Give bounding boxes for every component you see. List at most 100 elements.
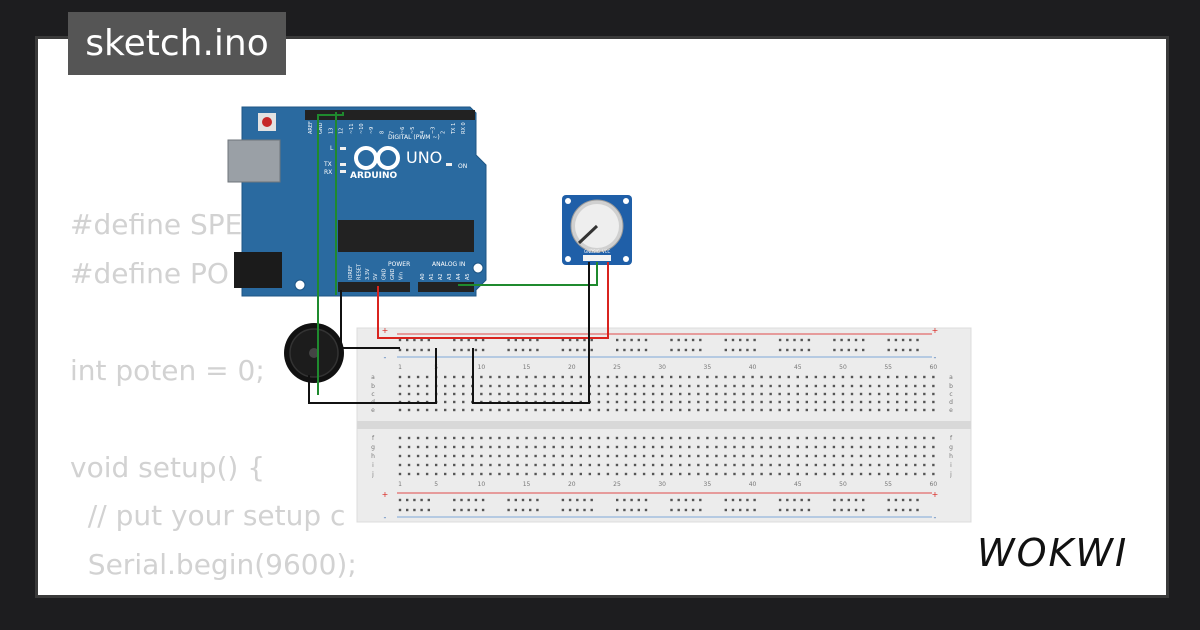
analog-pin-label: A0 <box>420 273 426 280</box>
digital-pin-label: ~11 <box>349 123 355 134</box>
breadboard-column-number: 50 <box>839 481 847 488</box>
breadboard-column-number: 55 <box>884 364 892 371</box>
breadboard-row-letter: e <box>371 407 375 414</box>
breadboard-row-letter: g <box>371 444 375 451</box>
wokwi-logo-text: WOKWI <box>977 531 1128 575</box>
digital-pin-label: 4 <box>420 131 426 134</box>
digital-pin-label: ~6 <box>400 127 406 134</box>
atmega-chip <box>338 220 474 252</box>
pot-pin-sig: SIG <box>593 249 600 254</box>
breadboard-row-letter: h <box>949 453 953 460</box>
power-pin-label: Vin <box>398 272 404 280</box>
piezo-buzzer[interactable] <box>284 323 344 383</box>
power-header <box>338 282 410 292</box>
breadboard-column-number: 25 <box>613 481 621 488</box>
breadboard-column-number: 5 <box>434 481 438 488</box>
pot-pin-vcc: VCC <box>602 249 611 254</box>
breadboard-row-letter: i <box>372 462 374 469</box>
breadboard-column-number: 20 <box>568 481 576 488</box>
wires <box>308 112 609 404</box>
digital-pin-label: 8 <box>379 131 385 134</box>
pot-knob-indicator[interactable] <box>577 224 599 245</box>
digital-pin-label: ~10 <box>359 123 365 134</box>
analog-pin-label: A3 <box>447 273 453 280</box>
digital-header-label: DIGITAL (PWM ~) <box>388 134 440 141</box>
breadboard-column-number: 1 <box>398 481 402 488</box>
rail-minus-label: - <box>384 353 387 362</box>
power-pin-label: RESET <box>356 263 362 280</box>
breadboard-column-number: 45 <box>794 364 802 371</box>
breadboard-column-number: 15 <box>523 481 531 488</box>
power-pin-label: GND <box>382 268 388 280</box>
breadboard-column-number: 50 <box>839 364 847 371</box>
rail-plus-label: + <box>382 490 389 499</box>
wire-red-5v <box>377 262 609 339</box>
analog-header-label: ANALOG IN <box>432 261 465 268</box>
code-background: #define SPE #define PO int poten = 0; vo… <box>70 208 357 581</box>
analog-pin-label: A5 <box>465 273 471 280</box>
breadboard-row-letter: h <box>371 453 375 460</box>
digital-pin-label: ~9 <box>369 127 375 134</box>
digital-pin-label: ~5 <box>410 127 416 134</box>
breadboard-column-number: 60 <box>930 481 938 488</box>
power-pin-label: IOREF <box>348 265 354 280</box>
digital-pin-label: GND <box>318 122 324 134</box>
rail-plus-label: + <box>382 326 389 335</box>
analog-pin-label: A2 <box>438 273 444 280</box>
breadboard-column-number: 40 <box>749 481 757 488</box>
breadboard-column-number: 55 <box>884 481 892 488</box>
breadboard-column-number: 15 <box>523 364 531 371</box>
potentiometer[interactable]: GND SIG VCC <box>562 195 632 265</box>
sketch-file-title: sketch.ino <box>68 12 286 75</box>
led-label-rx: RX <box>324 169 332 176</box>
breadboard-row-letter: i <box>950 462 952 469</box>
breadboard-column-number: 10 <box>478 364 486 371</box>
board-maker-label: ARDUINO <box>350 171 398 181</box>
breadboard-row-letter: f <box>950 435 953 442</box>
analog-pin-label: A1 <box>429 273 435 280</box>
board-model-label: UNO <box>406 148 442 167</box>
arduino-infinity-icon <box>354 146 400 170</box>
power-pin-label: 3.3V <box>365 268 371 280</box>
breadboard-row-letter: j <box>371 471 374 478</box>
digital-pin-label: RX 0 <box>461 122 467 134</box>
breadboard[interactable]: 1155101015152020252530303535404045455050… <box>356 326 972 523</box>
breadboard-row-letter: f <box>372 435 375 442</box>
breadboard-column-number: 35 <box>704 364 712 371</box>
breadboard-row-letter: a <box>371 374 375 381</box>
wokwi-logo[interactable]: WOKWI <box>975 528 1151 576</box>
digital-pin-label: ~3 <box>430 127 436 134</box>
breadboard-column-number: 25 <box>613 364 621 371</box>
power-jack <box>234 252 282 288</box>
breadboard-column-number: 45 <box>794 481 802 488</box>
breadboard-column-number: 10 <box>478 481 486 488</box>
pot-pin-gnd: GND <box>584 249 593 254</box>
rail-plus-label: + <box>932 326 939 335</box>
led-label-tx: TX <box>323 161 332 168</box>
rail-minus-label: - <box>934 513 937 522</box>
rail-minus-label: - <box>934 353 937 362</box>
led-label-l: L <box>330 145 334 152</box>
breadboard-column-number: 30 <box>658 364 666 371</box>
wire-black-gnd <box>340 290 400 349</box>
wire-black-buzzer <box>308 348 437 404</box>
digital-pin-label: 12 <box>339 128 345 134</box>
power-pin-label: GND <box>390 268 396 280</box>
wire-green-buzzer-pin <box>317 112 344 395</box>
power-header-label: POWER <box>388 261 410 268</box>
breadboard-row-letter: e <box>949 407 953 414</box>
usb-connector <box>227 139 281 183</box>
arduino-uno-board[interactable]: UNO ARDUINO DIGITAL (PWM ~) ON POWER ANA… <box>227 106 487 297</box>
digital-pin-label: TX 1 <box>451 123 457 135</box>
digital-pin-label: 7 <box>390 131 396 134</box>
breadboard-column-number: 30 <box>658 481 666 488</box>
digital-pin-label: AREF <box>308 121 314 134</box>
breadboard-row-letter: j <box>949 471 952 478</box>
power-pin-label: 5V <box>373 273 379 280</box>
digital-pin-label: 13 <box>328 128 334 134</box>
breadboard-column-number: 20 <box>568 364 576 371</box>
analog-header <box>418 282 474 292</box>
digital-pin-label: 2 <box>441 131 447 134</box>
breadboard-row-letter: g <box>949 444 953 451</box>
